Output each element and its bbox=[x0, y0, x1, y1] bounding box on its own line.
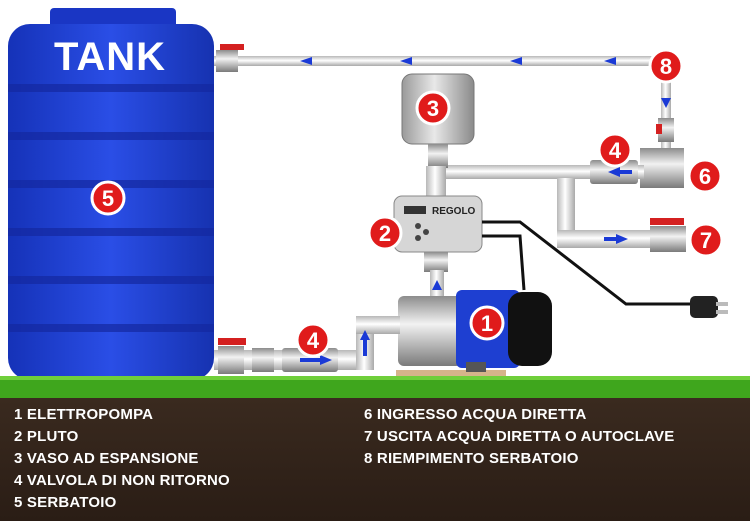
controller-brand: REGOLO bbox=[432, 206, 476, 217]
legend-column-left: 1 ELETTROPOMPA 2 PLUTO 3 VASO AD ESPANSI… bbox=[14, 404, 230, 514]
svg-text:4: 4 bbox=[307, 328, 320, 353]
badge-4-top: 4 bbox=[597, 132, 633, 168]
svg-text:5: 5 bbox=[102, 186, 114, 211]
legend-item: 7 USCITA ACQUA DIRETTA O AUTOCLAVE bbox=[364, 428, 675, 445]
legend-item: 2 PLUTO bbox=[14, 428, 79, 445]
legend-item: 8 RIEMPIMENTO SERBATOIO bbox=[364, 450, 579, 467]
pump-outlet bbox=[430, 270, 444, 300]
return-line bbox=[440, 160, 644, 184]
fill-pipe bbox=[214, 44, 654, 72]
output-line bbox=[557, 178, 686, 252]
legend-column-right: 6 INGRESSO ACQUA DIRETTA 7 USCITA ACQUA … bbox=[364, 404, 674, 470]
legend-panel: 1 ELETTROPOMPA 2 PLUTO 3 VASO AD ESPANSI… bbox=[0, 398, 750, 521]
fill-riser bbox=[656, 75, 674, 150]
badge-3: 3 bbox=[415, 90, 451, 126]
badge-5: 5 bbox=[90, 180, 126, 216]
badge-8: 8 bbox=[648, 48, 684, 84]
legend-item: 6 INGRESSO ACQUA DIRETTA bbox=[364, 406, 587, 423]
tank-label: TANK bbox=[54, 35, 166, 79]
vessel-pipe bbox=[426, 166, 446, 198]
diverter-block bbox=[640, 148, 684, 188]
electric-pump bbox=[396, 290, 552, 384]
badge-1: 1 bbox=[469, 305, 505, 341]
legend-item: 5 SERBATOIO bbox=[14, 494, 117, 511]
svg-text:1: 1 bbox=[481, 311, 493, 336]
svg-text:7: 7 bbox=[700, 228, 712, 253]
grass bbox=[0, 376, 750, 400]
legend-item: 1 ELETTROPOMPA bbox=[14, 406, 154, 423]
legend-item: 3 VASO AD ESPANSIONE bbox=[14, 450, 199, 467]
svg-text:3: 3 bbox=[427, 96, 439, 121]
svg-text:2: 2 bbox=[379, 221, 391, 246]
badge-7: 7 bbox=[688, 222, 724, 258]
svg-text:8: 8 bbox=[660, 54, 672, 79]
legend-item: 4 VALVOLA DI NON RITORNO bbox=[14, 472, 230, 489]
pluto-controller: REGOLO bbox=[393, 195, 483, 272]
suction-line bbox=[214, 316, 400, 374]
badge-4-bottom: 4 bbox=[295, 322, 331, 358]
badge-2: 2 bbox=[367, 215, 403, 251]
svg-text:4: 4 bbox=[609, 138, 622, 163]
badge-6: 6 bbox=[687, 158, 723, 194]
power-cable bbox=[482, 220, 728, 318]
svg-text:6: 6 bbox=[699, 164, 711, 189]
